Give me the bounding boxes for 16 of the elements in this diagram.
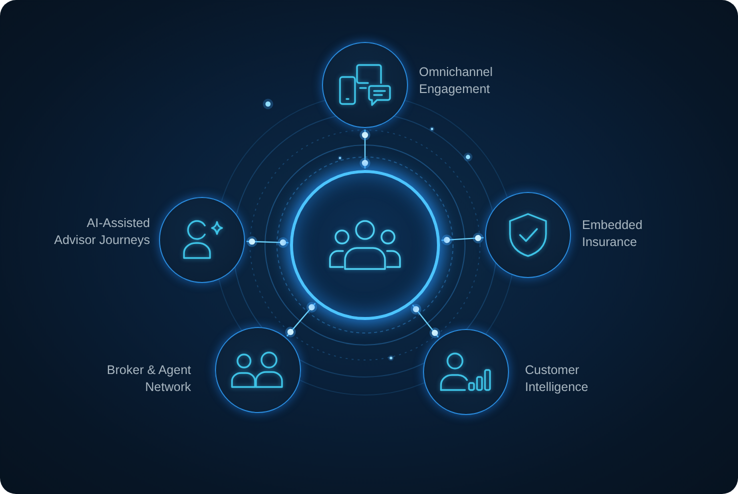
feature-label: Omnichannel Engagement [419,64,494,98]
feature-circle [485,192,571,278]
connector-line [246,236,289,248]
connector-line [410,304,440,338]
feature-label: Customer Intelligence [525,362,590,396]
feature-circle [322,42,408,128]
feature-label: Broker & Agent Network [106,362,191,396]
feature-circle [159,197,245,283]
feature-label: Embedded Insurance [582,217,644,251]
hub-circle [290,170,440,320]
feature-circle [215,327,301,413]
feature-circle [423,329,509,415]
feature-label: AI-Assisted Advisor Journeys [53,215,150,249]
connector-line [360,130,370,168]
connector-line [441,232,484,246]
connector-line [285,302,317,338]
